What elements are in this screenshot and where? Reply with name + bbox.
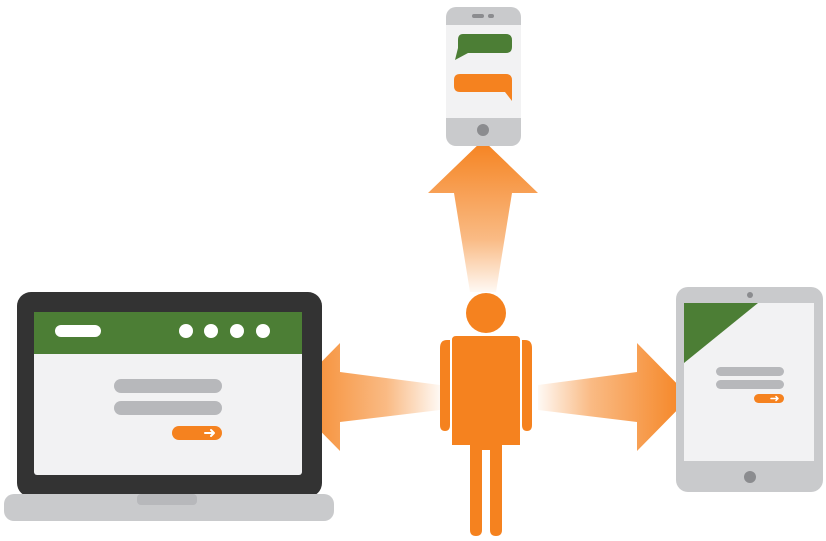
- phone-camera: [488, 14, 494, 18]
- person-head: [466, 293, 506, 333]
- arrow-right-icon: [770, 395, 779, 402]
- person-icon: [440, 293, 532, 536]
- laptop-logo-placeholder: [55, 325, 101, 337]
- laptop-nav-dot: [230, 324, 244, 338]
- phone-speaker: [472, 14, 484, 18]
- laptop-field-line: [114, 401, 222, 415]
- laptop-submit-button: [172, 426, 222, 440]
- laptop-field-line: [114, 379, 222, 393]
- smartphone-icon: [446, 7, 521, 146]
- laptop-trackpad-notch: [137, 494, 197, 505]
- arrow-right-icon: [204, 429, 215, 437]
- laptop-icon: [4, 292, 334, 521]
- laptop-nav-dot: [179, 324, 193, 338]
- tablet-home-button: [744, 471, 756, 483]
- tablet-green-corner: [684, 303, 758, 363]
- tablet-field-line: [716, 367, 784, 376]
- laptop-base: [4, 494, 334, 521]
- phone-home-button: [477, 124, 489, 136]
- arrow-right-icon: [538, 343, 690, 451]
- chat-bubble-icon: [455, 34, 512, 60]
- person-body: [452, 336, 520, 536]
- tablet-submit-button: [754, 394, 784, 403]
- tablet-camera: [747, 292, 753, 298]
- laptop-nav-dot: [256, 324, 270, 338]
- arrow-left-icon: [287, 343, 440, 451]
- laptop-nav-dot: [204, 324, 218, 338]
- person-left-arm: [440, 340, 450, 431]
- person-right-arm: [522, 340, 532, 431]
- chat-bubble-icon: [454, 74, 512, 101]
- tablet-icon: [676, 287, 823, 492]
- tablet-field-line: [716, 380, 784, 389]
- arrow-up-icon: [428, 140, 538, 292]
